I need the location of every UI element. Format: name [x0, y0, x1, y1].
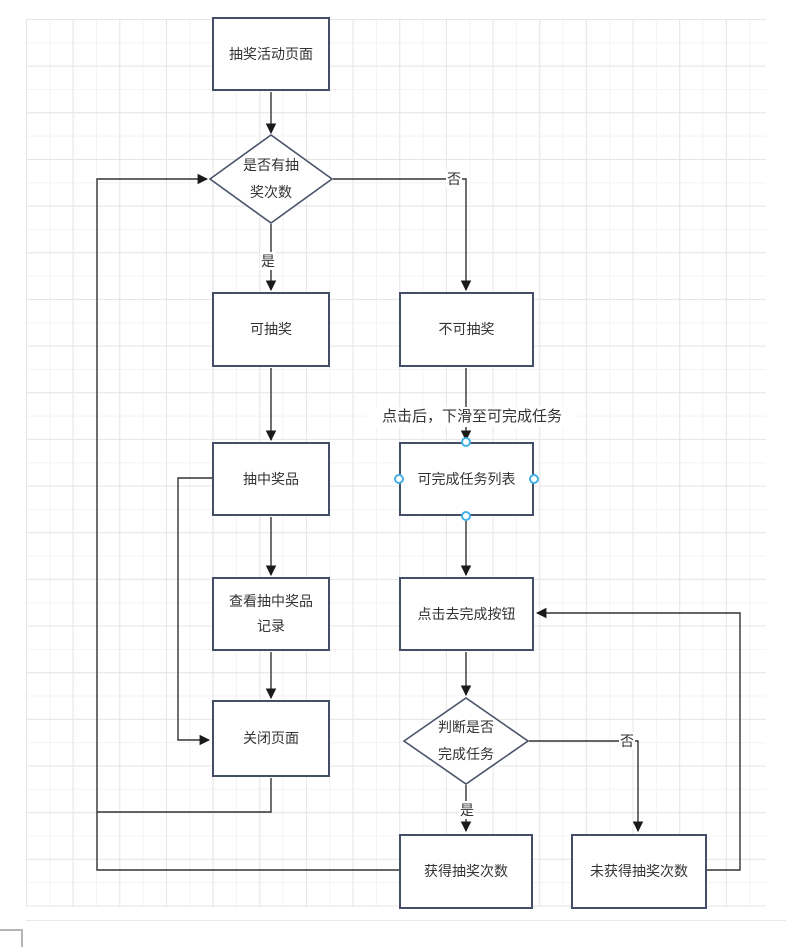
- node-click-go-complete-button[interactable]: 点击去完成按钮: [399, 577, 534, 651]
- node-win-prize[interactable]: 抽中奖品: [212, 442, 330, 516]
- annotation-text[interactable]: 点击后，下滑至可完成任务: [366, 407, 578, 427]
- diagram-canvas-grid[interactable]: [26, 19, 766, 907]
- node-lottery-activity-page[interactable]: 抽奖活动页面: [212, 17, 330, 91]
- connection-handle-right[interactable]: [529, 474, 539, 484]
- node-click-go-complete-button-label: 点击去完成按钮: [417, 605, 516, 622]
- node-no-draw-count[interactable]: 未获得抽奖次数: [571, 834, 707, 909]
- decision-judge-complete[interactable]: 判断是否 完成任务: [406, 700, 526, 782]
- node-view-prize-record-label: 查看抽中奖品 记录: [229, 593, 313, 634]
- node-completable-task-list[interactable]: 可完成任务列表: [399, 442, 534, 516]
- node-completable-task-list-label: 可完成任务列表: [417, 470, 516, 487]
- connection-handle-left[interactable]: [394, 474, 404, 484]
- edge-win-prize-to-close-page[interactable]: [177, 477, 212, 746]
- decision-has-draws-shape[interactable]: [208, 134, 334, 224]
- node-gain-draw-count[interactable]: 获得抽奖次数: [399, 834, 533, 909]
- edge-label-has-draws-no[interactable]: 否: [446, 170, 462, 188]
- node-cannot-draw[interactable]: 不可抽奖: [399, 292, 534, 367]
- bottom-separator: [26, 920, 786, 921]
- edge-close-page-to-has-draws[interactable]: [97, 778, 272, 813]
- edge-label-judge-yes[interactable]: 是: [459, 801, 475, 819]
- connection-handle-top[interactable]: [461, 437, 471, 447]
- decision-judge-complete-shape[interactable]: [402, 697, 530, 785]
- node-can-draw-label: 可抽奖: [250, 321, 292, 337]
- decision-has-draws-label: 是否有抽 奖次数: [243, 157, 299, 200]
- edge-judge-no[interactable]: [529, 740, 644, 833]
- edge-label-judge-no[interactable]: 否: [619, 732, 635, 750]
- decision-has-draws[interactable]: 是否有抽 奖次数: [211, 137, 331, 221]
- node-no-draw-count-label: 未获得抽奖次数: [590, 863, 688, 879]
- node-cannot-draw-label: 不可抽奖: [438, 321, 495, 337]
- node-gain-draw-count-label: 获得抽奖次数: [424, 863, 508, 879]
- node-close-page[interactable]: 关闭页面: [212, 700, 330, 777]
- connection-handle-bottom[interactable]: [461, 511, 471, 521]
- node-lottery-activity-page-label: 抽奖活动页面: [229, 45, 313, 62]
- outline-corner-box: [0, 929, 23, 947]
- decision-judge-complete-label: 判断是否 完成任务: [438, 719, 494, 762]
- node-close-page-label: 关闭页面: [243, 730, 299, 746]
- edge-label-has-draws-yes[interactable]: 是: [260, 252, 276, 270]
- node-can-draw[interactable]: 可抽奖: [212, 292, 330, 367]
- edge-no-count-to-go-complete[interactable]: [535, 607, 741, 871]
- edge-gain-count-to-has-draws[interactable]: [96, 173, 399, 871]
- node-win-prize-label: 抽中奖品: [243, 470, 299, 487]
- edge-has-draws-no[interactable]: [333, 178, 472, 292]
- node-view-prize-record[interactable]: 查看抽中奖品 记录: [212, 577, 330, 651]
